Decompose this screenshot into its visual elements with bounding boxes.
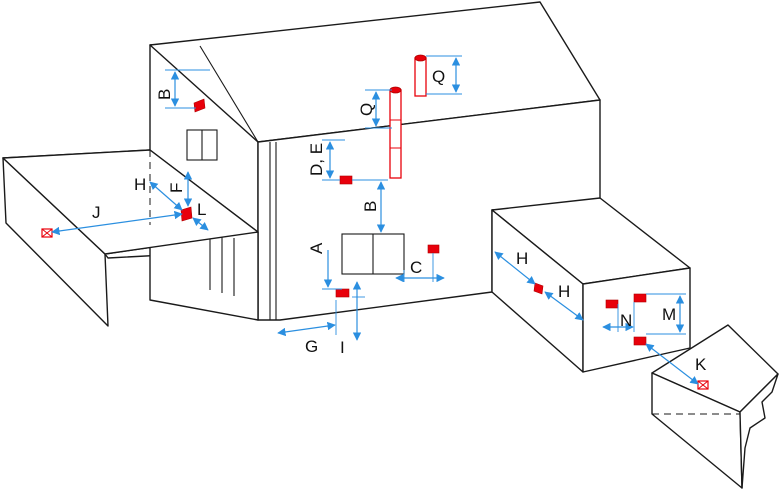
label-h-left: H xyxy=(134,175,146,194)
intake-left-x2 xyxy=(41,228,53,238)
label-b-upper: B xyxy=(155,89,174,100)
label-j: J xyxy=(92,203,101,222)
dim-j xyxy=(51,210,183,236)
dimension-labels: B H F L J Q Q D, E B A C G I H H M N K xyxy=(92,67,707,374)
dim-h-right-top xyxy=(494,251,536,285)
label-n: N xyxy=(620,311,632,330)
vent-addition-3 xyxy=(633,336,647,346)
label-de: D, E xyxy=(307,143,326,176)
label-c: C xyxy=(410,258,422,277)
roof-ridge-edge xyxy=(199,45,259,143)
vent-terminals xyxy=(41,98,709,390)
corner-detail xyxy=(651,324,779,489)
vent-wall-lower xyxy=(335,288,350,298)
label-h-right-top: H xyxy=(516,249,528,268)
dim-h-right-bottom xyxy=(544,291,584,321)
flue-pipe-tall xyxy=(389,86,402,179)
label-i: I xyxy=(340,338,345,357)
dim-k xyxy=(645,343,699,385)
short-flue-cap xyxy=(414,54,427,62)
air-intake-right xyxy=(697,380,709,390)
label-q-right: Q xyxy=(432,67,445,86)
vent-addition-side xyxy=(533,282,544,295)
label-h-right-bottom: H xyxy=(558,282,570,301)
label-a: A xyxy=(307,242,326,254)
label-g: G xyxy=(305,337,318,356)
intake-right-x2 xyxy=(697,380,709,390)
dim-g xyxy=(277,321,336,337)
vent-window-side xyxy=(427,244,440,254)
dim-l xyxy=(192,217,209,231)
vent-addition-1 xyxy=(605,299,619,309)
vent-wall-upper xyxy=(339,175,353,185)
label-l: L xyxy=(197,200,206,219)
vent-gable xyxy=(193,98,206,113)
label-f: F xyxy=(167,183,186,193)
dimension-lines xyxy=(51,55,699,385)
right-addition xyxy=(491,197,691,373)
air-intake-left xyxy=(41,228,53,238)
label-m: M xyxy=(662,305,676,324)
short-flue-body xyxy=(414,57,427,97)
detail-broken-edge xyxy=(739,373,779,489)
dim-h-left xyxy=(149,181,183,211)
label-b-lower: B xyxy=(361,201,380,212)
label-k: K xyxy=(695,355,707,374)
flue-pipe-short xyxy=(414,54,427,97)
tall-flue-body xyxy=(389,89,402,179)
label-q-left: Q xyxy=(357,103,376,116)
vent-addition-2 xyxy=(633,293,647,303)
